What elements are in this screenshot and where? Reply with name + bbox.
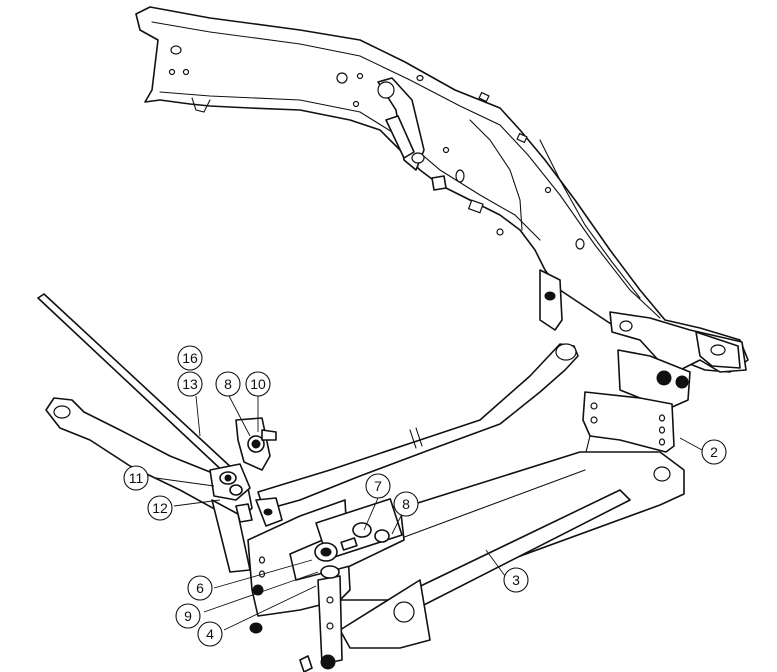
callout-7: 7 [365,473,391,499]
left-push-arm [45,397,253,573]
callout-16: 16 [177,345,203,371]
right-frame-bracket [539,269,747,409]
right-mount-plate [582,391,675,463]
callout-10: 10 [245,371,271,397]
callout-2: 2 [701,439,727,465]
svg-text:13: 13 [182,376,198,392]
adjustment-bracket [289,498,405,581]
callout-13: 13 [177,371,203,397]
callout-9: 9 [175,603,201,629]
svg-text:3: 3 [512,572,520,588]
svg-text:8: 8 [402,496,410,512]
callout-8-lower: 8 [393,491,419,517]
svg-text:16: 16 [182,350,198,366]
callout-8-upper: 8 [215,371,241,397]
svg-text:11: 11 [129,470,144,486]
vehicle-frame-rail [135,6,749,373]
svg-text:4: 4 [206,626,214,642]
svg-text:9: 9 [184,608,192,624]
svg-text:2: 2 [710,444,718,460]
svg-text:10: 10 [250,376,266,392]
svg-text:8: 8 [224,376,232,392]
callout-4: 4 [197,621,223,647]
clamp-bracket [209,417,283,527]
callout-3: 3 [503,567,529,593]
callout-12: 12 [147,495,173,521]
svg-text:6: 6 [196,580,204,596]
svg-text:7: 7 [374,478,382,494]
callout-6: 6 [187,575,213,601]
leader-lines [155,393,703,631]
callout-11: 11 [123,465,149,491]
stabilizer-bar [257,343,579,511]
cross-tube [299,451,685,649]
svg-text:12: 12 [152,500,168,516]
